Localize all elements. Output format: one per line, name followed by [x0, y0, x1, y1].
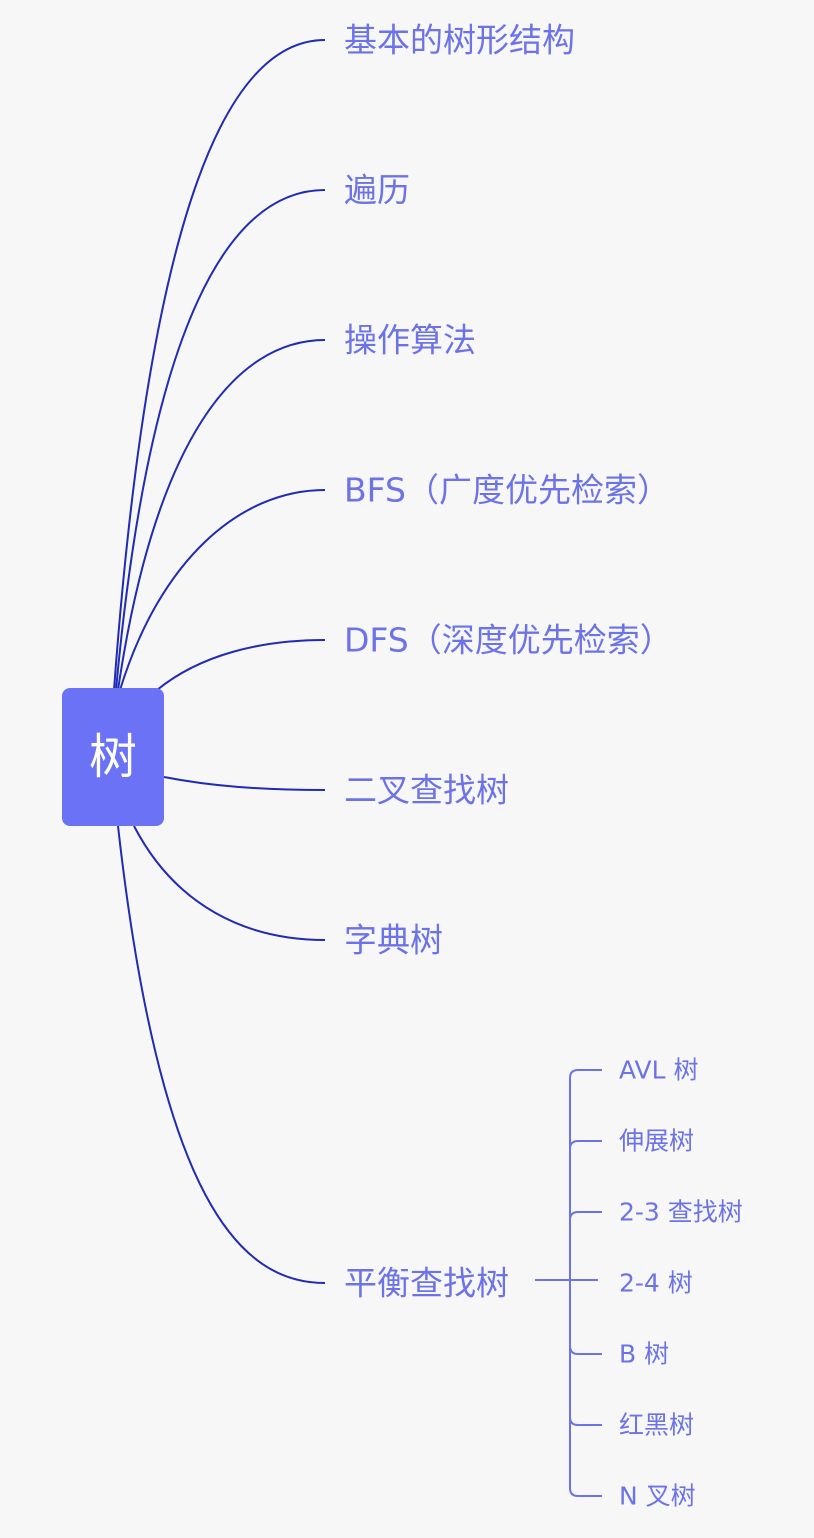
connector-basic-tree-structure [113, 39, 326, 691]
node-2-3-search-tree[interactable]: 2-3 查找树 [619, 1197, 743, 1227]
node-balanced-search-tree[interactable]: 平衡查找树 [344, 1263, 509, 1303]
node-2-4-tree[interactable]: 2-4 树 [619, 1268, 693, 1298]
connector-dfs [156, 639, 326, 691]
node-traversal[interactable]: 遍历 [344, 170, 410, 210]
node-bfs[interactable]: BFS（广度优先检索） [344, 470, 670, 510]
node-splay-tree[interactable]: 伸展树 [619, 1126, 695, 1156]
node-trie[interactable]: 字典树 [344, 920, 443, 960]
child-connector-n-ary [569, 1280, 602, 1497]
connector-operation-algorithms [117, 339, 326, 691]
child-connector-b [569, 1280, 602, 1355]
node-operation-algorithms[interactable]: 操作算法 [344, 320, 476, 360]
connector-balanced-search-tree [117, 825, 326, 1284]
connector-binary-search-tree [163, 776, 326, 791]
child-connector-splay [569, 1140, 602, 1280]
node-basic-tree-structure[interactable]: 基本的树形结构 [344, 20, 575, 60]
node-dfs[interactable]: DFS（深度优先检索） [344, 620, 673, 660]
root-node[interactable]: 树 [62, 688, 164, 826]
node-avl-tree[interactable]: AVL 树 [619, 1055, 699, 1085]
root-node-label: 树 [88, 729, 137, 785]
connector-trie [133, 825, 326, 941]
child-connector-red-black [569, 1280, 602, 1426]
node-n-ary-tree[interactable]: N 叉树 [619, 1481, 696, 1511]
child-connector-avl [569, 1069, 602, 1280]
node-binary-search-tree[interactable]: 二叉查找树 [344, 770, 509, 810]
connector-bfs [119, 489, 326, 691]
child-connector-23 [569, 1211, 602, 1280]
node-red-black-tree[interactable]: 红黑树 [619, 1410, 695, 1440]
node-b-tree[interactable]: B 树 [619, 1339, 670, 1369]
connector-traversal [115, 189, 326, 691]
